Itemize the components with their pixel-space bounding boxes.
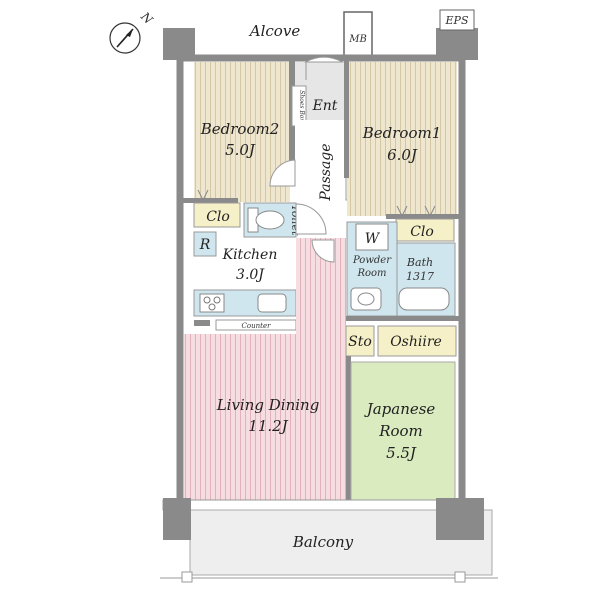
bedroom2-name: Bedroom2 xyxy=(200,120,280,138)
washer-space xyxy=(355,223,389,251)
oshiire-label: Oshiire xyxy=(390,334,442,350)
powder-room-label-2: Room xyxy=(356,268,386,279)
sink-icon xyxy=(257,293,287,313)
toilet-fixture-icon xyxy=(255,210,285,230)
north-arrow-icon xyxy=(109,22,141,54)
wall-bedroom1-left xyxy=(344,60,349,178)
column-bottom-right xyxy=(436,498,484,540)
refrigerator-label: R xyxy=(199,237,211,253)
bedroom1-name: Bedroom1 xyxy=(362,124,442,142)
living-dining-floor xyxy=(184,334,346,502)
closet-left xyxy=(193,202,241,228)
powder-room-label-1: Powder xyxy=(352,255,392,266)
kitchen-name: Kitchen xyxy=(222,247,278,263)
counter-label: Counter xyxy=(242,322,272,330)
washbasin-icon xyxy=(350,287,382,311)
washer-label: W xyxy=(365,231,381,247)
balcony-label: Balcony xyxy=(292,533,354,551)
closet-left-label: Clo xyxy=(206,209,230,225)
living-dining-name: Living Dining xyxy=(216,396,320,414)
alcove-label: Alcove xyxy=(248,22,301,40)
storage-label: Sto xyxy=(348,334,372,350)
japanese-room-name-1: Japanese xyxy=(364,400,436,418)
wall-bedroom1-bottom xyxy=(386,214,462,219)
living-dining-size: 11.2J xyxy=(248,417,288,435)
living-door-swing xyxy=(311,239,335,263)
refrigerator xyxy=(193,231,217,257)
closet-right-label: Clo xyxy=(410,224,434,240)
north-label: N xyxy=(137,9,155,27)
mb-box xyxy=(343,11,373,61)
kitchen-size: 3.0J xyxy=(236,267,265,283)
entrance-label: Ent xyxy=(312,98,338,114)
entrance-door-swing xyxy=(304,56,344,63)
oshiire xyxy=(377,325,457,357)
japanese-room-name-2: Room xyxy=(378,422,423,440)
mb-label: MB xyxy=(348,34,367,45)
shoes-box-label: Shoes Box xyxy=(298,90,305,122)
wall-bedroom2-bottom xyxy=(180,198,238,203)
storage xyxy=(345,325,375,357)
bath-size: 1317 xyxy=(406,270,434,283)
passage-label: Passage xyxy=(318,143,334,201)
eps-box xyxy=(439,9,475,31)
eps-label: EPS xyxy=(445,14,469,27)
japanese-room-size: 5.5J xyxy=(386,444,417,462)
japanese-room-floor xyxy=(350,361,456,503)
toilet-door-swing xyxy=(295,203,327,235)
bathtub-icon xyxy=(398,287,450,311)
bedroom2-door-swing xyxy=(269,159,296,187)
bedroom2-size: 5.0J xyxy=(225,141,256,159)
column-bottom-left xyxy=(163,498,191,540)
bedroom1-size: 6.0J xyxy=(387,146,418,164)
bedroom1-floor xyxy=(347,62,457,216)
bath-name: Bath xyxy=(406,256,433,269)
stove-icon xyxy=(199,293,225,313)
